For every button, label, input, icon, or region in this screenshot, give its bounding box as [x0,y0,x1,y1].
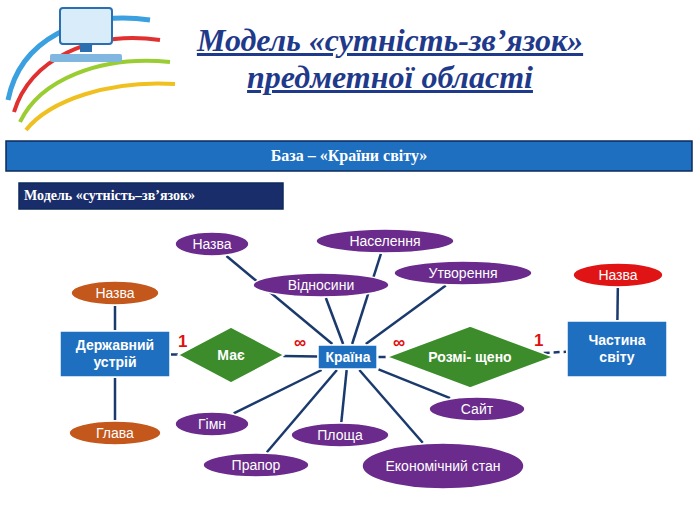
attribute-ellipse: Площа [290,422,390,448]
cardinality-mark: 1 [534,331,543,351]
slide-title: Модель «сутність-зв’язок» предметної обл… [170,22,610,96]
title-band: База – «Країни світу» [5,140,693,172]
node-text: Назва [598,267,637,284]
attribute-ellipse: Відносини [252,272,390,298]
attribute-ellipse: Економічний стан [361,442,525,490]
monitor-icon [60,8,112,44]
node-shape [387,326,553,388]
node-shape [318,345,377,369]
connector-line [114,306,117,330]
node-shape [316,229,454,253]
swoosh [26,83,175,130]
entity-box: Частина світу [566,320,668,378]
node-shape [253,273,389,297]
attribute-ellipse: Назва [572,262,664,288]
node-text: Частина світу [574,332,660,366]
attribute-ellipse: Гімн [174,411,250,437]
attribute-ellipse: Глава [68,420,162,446]
node-text: Гімн [198,416,226,433]
entity-box: Країна [317,344,378,370]
node-text: Модель «сутність–зв’язок» [18,188,195,205]
node-shape [175,412,249,436]
connector-line [114,378,117,420]
connector-line [616,288,619,320]
attribute-ellipse: Населення [315,228,455,254]
cardinality-mark: ∞ [294,333,306,353]
node-text: Назва [95,285,134,302]
node-shape [19,183,283,209]
node-text: База – «Країни світу» [271,146,428,165]
node-text: Відносини [288,277,355,294]
node-text: Має [217,347,244,364]
entity-box: Державний устрій [59,330,171,378]
node-text: Глава [96,425,134,442]
keyboard-icon [50,54,122,62]
cardinality-mark: ∞ [393,333,405,353]
node-text: Утворення [429,265,498,282]
connector-line [352,254,381,344]
node-text: Населення [349,233,420,250]
connector-line [366,286,446,344]
node-shape [394,261,532,285]
attribute-ellipse: Утворення [393,260,533,286]
node-shape [71,281,159,305]
attribute-ellipse: Назва [70,280,160,306]
connector-line [544,352,566,353]
node-shape [6,141,692,171]
node-text: Назва [192,236,231,253]
connector-line [234,370,322,413]
node-text: Площа [317,427,362,444]
connector-line [326,298,343,344]
node-shape [362,443,524,489]
relation-diamond: Має [177,326,285,384]
node-text: Країна [325,349,370,366]
cardinality-mark: 1 [178,332,187,352]
connector-line [283,355,317,358]
node-shape [203,453,309,477]
attribute-ellipse: Сайт [428,396,526,422]
relation-diamond: Розмі- щено [386,325,554,389]
node-shape [175,232,249,256]
node-shape [573,263,663,287]
monitor-stand [80,44,92,52]
connector-line [226,256,332,344]
connector-line [341,370,346,422]
node-shape [429,397,525,421]
node-shape [291,423,389,447]
node-shape [567,321,667,377]
connector-line [171,353,178,356]
node-text: Сайт [461,401,493,418]
node-shape [178,327,284,383]
node-text: Економічний стан [386,458,501,475]
attribute-ellipse: Прапор [202,452,310,478]
node-text: Державний устрій [67,337,163,371]
attribute-ellipse: Назва [174,231,250,257]
node-shape [69,421,161,445]
node-text: Прапор [232,457,281,474]
node-shape [60,331,170,377]
node-text: Розмі- щено [428,349,511,366]
section-box: Модель «сутність–зв’язок» [18,182,284,210]
